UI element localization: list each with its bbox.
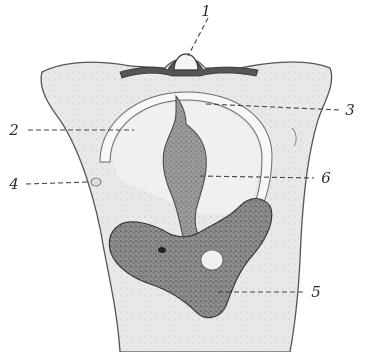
dark-spot (158, 247, 166, 253)
label-5: 5 (311, 283, 321, 301)
pale-nodule (201, 250, 223, 270)
label-1: 1 (201, 2, 211, 20)
leader-line-4 (26, 182, 90, 184)
label-4: 4 (8, 175, 19, 193)
label-2: 2 (8, 121, 19, 139)
label-3: 3 (345, 101, 355, 119)
leader-line-1 (188, 18, 208, 56)
small-cell-4 (91, 178, 101, 186)
top-knob (174, 54, 198, 70)
label-6: 6 (321, 169, 331, 187)
